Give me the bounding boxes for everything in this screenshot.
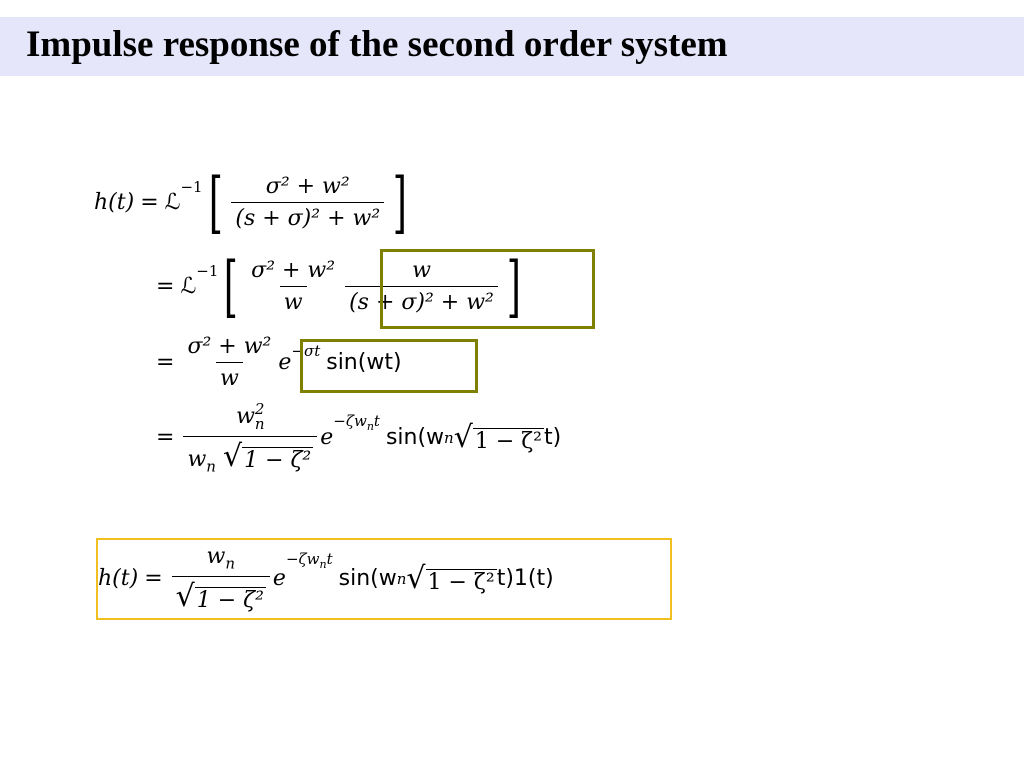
sqrt-body: 1 − ζ² — [194, 586, 266, 613]
fraction-2-numerator: w — [412, 258, 431, 283]
fraction-2-denominator: (s + σ)² + w² — [345, 286, 498, 314]
equals-sign: = — [156, 425, 175, 450]
fraction-1-numerator: σ² + w² — [251, 258, 336, 283]
equals-sign: = — [156, 274, 175, 299]
laplace-inverse-sup: −1 — [196, 262, 219, 280]
fraction-denominator: (s + σ)² + w² — [231, 202, 385, 230]
exp-sup-main: −ζw — [333, 412, 367, 430]
wn-sup: 2 — [254, 399, 265, 418]
title-bar — [0, 17, 1024, 76]
fraction: wn √1 − ζ² — [171, 546, 270, 614]
right-bracket: ] — [392, 164, 408, 241]
wn-symbol: w — [187, 446, 207, 472]
equation-line-1: h(t) = ℒ −1 [ σ² + w² (s + σ)² + w² ] — [94, 158, 413, 248]
equation-line-2: = ℒ −1 [ σ² + w² w w (s + σ)² + w² ] — [156, 242, 527, 332]
sine-sub: n — [396, 569, 407, 588]
sqrt-sign: √ — [453, 420, 473, 455]
exp-sup-t: t — [326, 550, 333, 568]
sine-pre: sin(w — [338, 566, 397, 591]
exp-base: e — [278, 350, 292, 375]
sqrt-body: 1 − ζ² — [472, 428, 545, 454]
sqrt-body: 1 − ζ² — [425, 569, 497, 595]
wn-sub: n — [225, 554, 236, 573]
sqrt: √1 − ζ² — [453, 420, 545, 455]
sqrt-sign: √ — [222, 438, 243, 474]
sine-post: t)1(t) — [496, 566, 554, 591]
laplace-operator: ℒ — [180, 274, 197, 299]
sine-pre: sin(w — [385, 425, 445, 450]
exp-sup-main: −ζw — [285, 550, 320, 568]
fraction: σ² + w² (s + σ)² + w² — [231, 174, 385, 230]
sqrt-sign: √ — [406, 561, 426, 596]
slide-title: Impulse response of the second order sys… — [26, 24, 728, 65]
laplace-inverse-sup: −1 — [180, 178, 203, 196]
fraction-numerator: σ² + w² — [265, 174, 350, 199]
equation-line-3: = σ² + w² w e −σt sin(wt) — [156, 328, 402, 398]
fraction-numerator: σ² + w² — [187, 334, 272, 359]
fraction-1: σ² + w² w — [247, 260, 339, 314]
equals-sign: = — [156, 350, 175, 375]
lhs-h-of-t: h(t) — [94, 190, 135, 215]
fraction-denominator: wn √1 − ζ² — [183, 435, 318, 476]
sqrt: √1 − ζ² — [175, 578, 266, 614]
fraction-2: w (s + σ)² + w² — [345, 260, 498, 314]
sine-term: sin(wt) — [326, 350, 402, 375]
exp-sup-t: t — [373, 412, 380, 430]
exp-sup-sub: n — [366, 420, 374, 433]
fraction-1-denominator: w — [279, 286, 307, 314]
wn-symbol: w — [236, 403, 255, 429]
exp-base: e — [272, 566, 286, 591]
fraction-denominator: w — [215, 362, 243, 390]
laplace-operator: ℒ — [164, 190, 181, 215]
exp-superscript: −ζwnt — [285, 550, 333, 571]
left-bracket: [ — [208, 164, 223, 241]
equals-sign: = — [144, 566, 163, 591]
equals-sign: = — [140, 190, 159, 215]
wn-sub: n — [254, 414, 265, 433]
exp-base: e — [320, 425, 334, 450]
highlight-box-fraction — [380, 249, 595, 329]
lhs-h-of-t: h(t) — [98, 566, 139, 591]
fraction-numerator: wn — [203, 546, 240, 575]
sqrt: √1 − ζ² — [406, 561, 497, 596]
exp-superscript: −ζwnt — [333, 412, 380, 433]
fraction-denominator: √1 − ζ² — [171, 575, 270, 614]
highlight-box-exp-sin — [300, 339, 478, 393]
wn-symbol: w — [206, 544, 226, 570]
right-bracket: ] — [506, 248, 521, 325]
left-bracket: [ — [224, 248, 239, 325]
sine-sub: n — [444, 428, 454, 447]
sqrt-sign: √ — [175, 578, 195, 614]
exp-sup-sub: n — [319, 558, 327, 571]
sqrt-body: 1 − ζ² — [242, 446, 314, 473]
wn-sub: n — [206, 457, 216, 476]
fraction: σ² + w² w — [183, 336, 275, 390]
result-box — [96, 538, 672, 620]
sqrt: √1 − ζ² — [222, 438, 314, 474]
exp-superscript: −σt — [291, 342, 321, 360]
sine-post: t) — [544, 425, 562, 450]
